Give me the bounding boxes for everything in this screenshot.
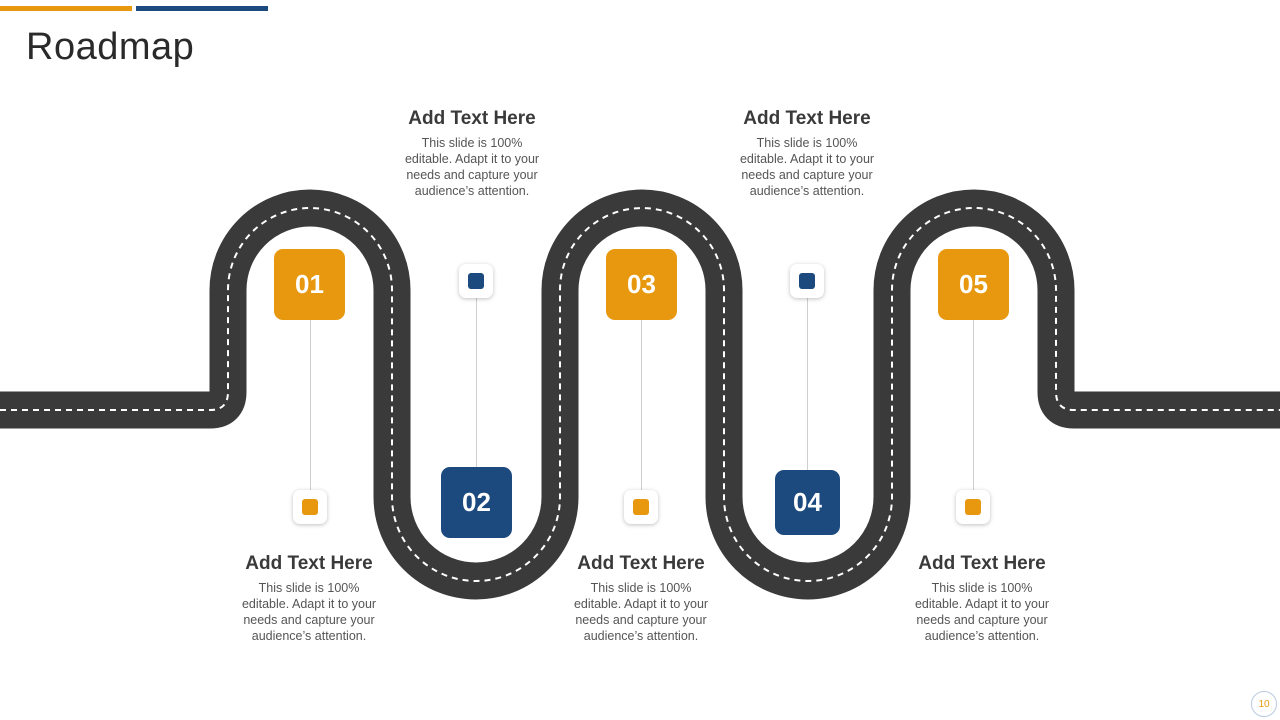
step-description: This slide is 100% editable. Adapt it to… (573, 581, 709, 643)
step-heading: Add Text Here (245, 553, 373, 574)
connector-line-01 (310, 320, 311, 490)
connector-line-03 (641, 320, 642, 490)
step-description: This slide is 100% editable. Adapt it to… (404, 136, 540, 198)
connector-line-05 (973, 320, 974, 490)
step-heading: Add Text Here (743, 108, 871, 129)
step-heading: Add Text Here (577, 553, 705, 574)
step-box-02: 02 (441, 467, 512, 538)
step-text-03: Add Text Here This slide is 100% editabl… (551, 553, 731, 644)
step-description: This slide is 100% editable. Adapt it to… (739, 136, 875, 198)
marker-square-icon (633, 499, 649, 515)
step-box-05: 05 (938, 249, 1009, 320)
step-text-01: Add Text Here This slide is 100% editabl… (219, 553, 399, 644)
marker-03 (624, 490, 658, 524)
marker-square-icon (965, 499, 981, 515)
step-heading: Add Text Here (408, 108, 536, 129)
step-text-02: Add Text Here This slide is 100% editabl… (382, 108, 562, 199)
step-number: 03 (627, 269, 656, 299)
page-title: Roadmap (26, 26, 195, 68)
connector-line-02 (476, 297, 477, 467)
step-number: 05 (959, 269, 988, 299)
step-number: 02 (462, 487, 491, 517)
road-center-line (0, 207, 1280, 582)
accent-bar-blue (136, 6, 268, 11)
step-box-03: 03 (606, 249, 677, 320)
marker-square-icon (468, 273, 484, 289)
marker-square-icon (799, 273, 815, 289)
marker-02 (459, 264, 493, 298)
step-box-01: 01 (274, 249, 345, 320)
step-text-04: Add Text Here This slide is 100% editabl… (717, 108, 897, 199)
marker-05 (956, 490, 990, 524)
accent-bar-orange (0, 6, 132, 11)
step-number: 04 (793, 487, 822, 517)
step-box-04: 04 (775, 470, 840, 535)
step-description: This slide is 100% editable. Adapt it to… (241, 581, 377, 643)
step-number: 01 (295, 269, 324, 299)
marker-square-icon (302, 499, 318, 515)
marker-04 (790, 264, 824, 298)
page-number: 10 (1251, 691, 1277, 717)
step-text-05: Add Text Here This slide is 100% editabl… (892, 553, 1072, 644)
step-heading: Add Text Here (918, 553, 1046, 574)
connector-line-04 (807, 297, 808, 470)
marker-01 (293, 490, 327, 524)
step-description: This slide is 100% editable. Adapt it to… (914, 581, 1050, 643)
